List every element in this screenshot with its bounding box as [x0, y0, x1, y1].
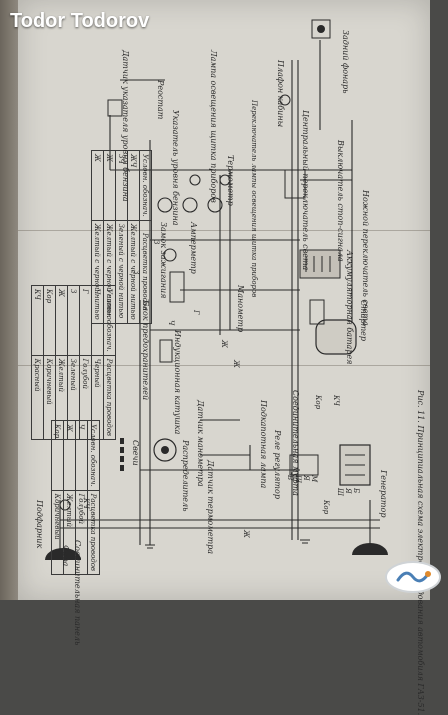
relay-regulator-symbol	[289, 454, 319, 476]
schematic-sheet	[18, 0, 430, 600]
label-hood-lamp: Подкапотная лампа	[259, 400, 268, 489]
wire-mark: Ж	[220, 340, 228, 348]
bazar-logo-icon	[385, 561, 441, 593]
label-foot-switch: Ножной переключатель света	[361, 190, 370, 326]
wire-mark: КЧ	[332, 395, 340, 406]
legend-header: Условн. обознач.	[103, 285, 116, 356]
terminal-mark: Б	[286, 475, 294, 481]
label-generator: Генератор	[379, 470, 388, 518]
legend-cell: Ж	[55, 285, 68, 356]
legend-cell: Зеленый с черной нитью	[115, 220, 128, 324]
fold-line	[18, 230, 430, 231]
wiring-diagram	[45, 19, 388, 560]
label-plafond: Плафон кабины	[276, 60, 285, 128]
ground-symbols	[145, 539, 310, 549]
legend-cell: Ч	[75, 420, 88, 491]
label-ammeter: Амперметр	[189, 222, 198, 274]
distributor-symbol	[153, 438, 177, 462]
legend-cell: Ж	[63, 420, 76, 491]
wire-mark: Кор	[314, 395, 322, 410]
legend-cell: Красный	[31, 355, 44, 440]
terminal-mark: Я	[344, 488, 352, 494]
legend-cell: Ж	[103, 150, 116, 221]
wire-mark: Ч	[167, 320, 175, 326]
figure-caption: Рис. 11. Принципиальная схема электрообо…	[416, 390, 425, 715]
terminal-mark: Я	[302, 475, 310, 481]
label-distributor: Распределитель	[181, 440, 190, 512]
terminal-mark: М	[310, 475, 318, 483]
battery-symbol	[299, 249, 341, 279]
instrument-gauges	[157, 174, 231, 262]
terminal-mark: Ш	[336, 488, 344, 496]
label-central-switch: Центральный переключатель света	[301, 110, 310, 271]
fuel-sensor-symbol	[107, 99, 123, 117]
legend-cell: Ч	[91, 285, 104, 356]
legend-cell: Г	[79, 285, 92, 356]
fold-line	[18, 365, 430, 366]
fuse-block-symbol	[169, 271, 185, 303]
legend-cell: Ж	[91, 150, 104, 221]
legend-header: Условн. обознач.	[139, 150, 152, 221]
label-coil: Индукционная катушка	[173, 330, 182, 435]
wire-mark: Ж	[232, 360, 240, 368]
plafond-symbol	[279, 94, 291, 106]
wire-mark: КЧ	[82, 498, 90, 509]
legend-header: Расцветка проводов	[103, 355, 116, 440]
label-fuel-sensor: Датчик указателя уровня бензина	[121, 50, 130, 202]
label-sidelight: Подфарник	[35, 500, 44, 549]
legend-cell: З	[67, 285, 80, 356]
watermark-text: Todor Todorov	[10, 10, 150, 32]
terminal-mark: Ш	[294, 475, 302, 483]
label-thermometer: Термометр	[226, 155, 235, 206]
legend-cell: Кор	[43, 285, 56, 356]
wire-mark: З	[152, 240, 160, 245]
label-ignition-switch: Замок зажигания	[159, 222, 168, 299]
label-manometer: Манометр	[236, 285, 245, 333]
terminal-mark: Б	[352, 488, 360, 494]
wire-mark: З	[132, 270, 140, 275]
label-spark-plugs: Свечи	[131, 440, 140, 466]
legend-cell: КЧ	[31, 285, 44, 356]
wire-mark: Кор	[322, 500, 330, 515]
headlight-right-symbol	[352, 543, 388, 555]
label-junction-panel: Соединительная панель	[73, 540, 82, 646]
label-dash-lamp-switch: Переключатель лампы освещения щитка приб…	[250, 100, 258, 298]
label-fuel-gauge: Указатель уровня бензина	[171, 110, 180, 226]
label-manometer-sensor: Датчик манометра	[196, 400, 205, 487]
label-stop-signal: Выключатель стоп-сигнала	[336, 140, 345, 262]
wire-mark: Ж	[242, 530, 250, 538]
label-temp-sensor: Датчик термометра	[206, 460, 215, 555]
wire-mark: Г	[192, 310, 200, 315]
label-rheostat: Реостат	[156, 80, 165, 120]
central-switch-symbol	[284, 169, 306, 199]
spark-plugs-symbol	[120, 438, 124, 471]
coil-symbol	[159, 339, 173, 363]
label-instrument-lamp: Лампа освещения щитка приборов	[209, 50, 218, 203]
sidelight-symbol	[59, 499, 71, 511]
label-rear-light: Задний фонарь	[341, 30, 350, 94]
headlight-left-symbol	[45, 548, 81, 560]
label-fuse-block: Блок предохранителей	[141, 300, 150, 401]
label-relay-regulator: Реле регулятор	[273, 430, 282, 499]
label-battery: Аккумуляторная батарея	[345, 250, 354, 365]
rear-light-symbol	[311, 19, 331, 39]
legend-header: Условн. обознач.	[87, 420, 100, 491]
generator-symbol	[339, 444, 371, 486]
starter-symbol	[309, 299, 357, 355]
legend-cell: Кор	[51, 420, 64, 491]
label-headlight: Фара	[61, 545, 70, 567]
